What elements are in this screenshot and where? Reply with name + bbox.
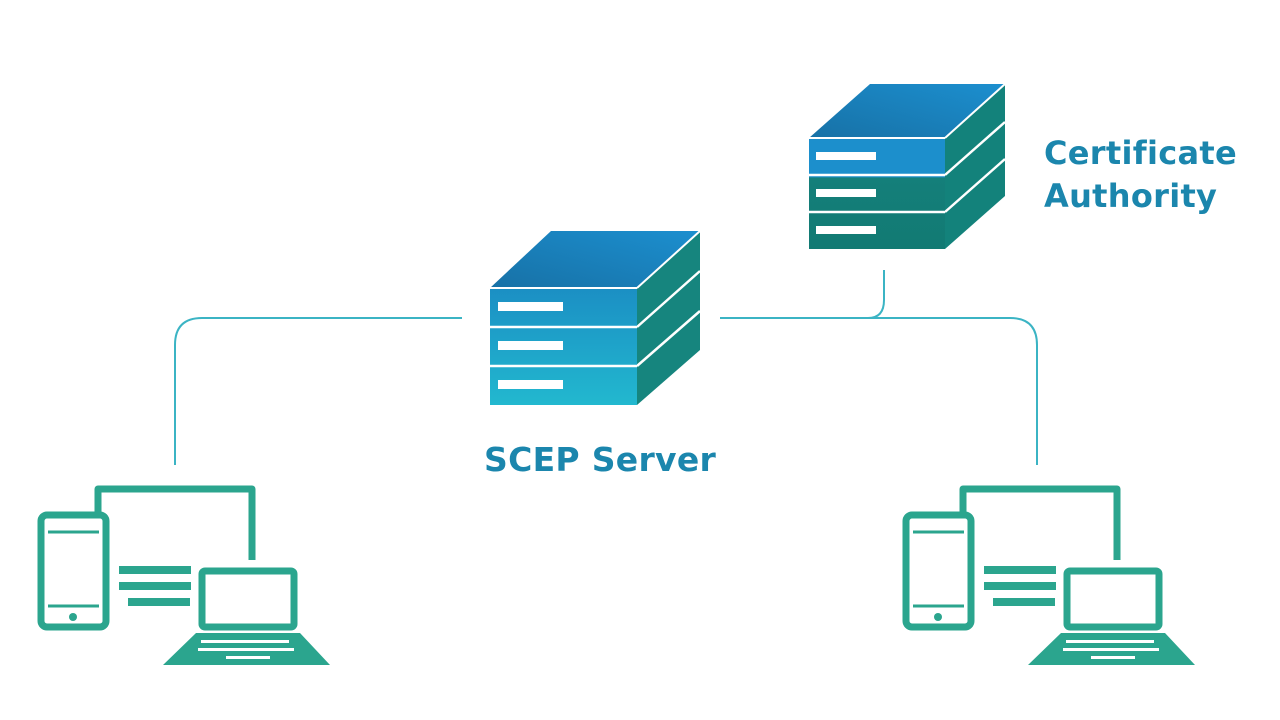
scep-server-icon — [490, 230, 701, 405]
link-right-devices — [720, 317, 1038, 465]
scep-server-label: SCEP Server — [484, 440, 717, 479]
link-certificate-authority — [867, 270, 885, 319]
client-devices-right-icon — [902, 485, 1195, 665]
certificate-authority-label: Certificate Authority — [1044, 132, 1237, 218]
certificate-authority-server-icon — [809, 83, 1006, 249]
ca-label-line-2: Authority — [1044, 177, 1218, 215]
client-devices-left-icon — [37, 485, 330, 665]
ca-label-line-1: Certificate — [1044, 134, 1237, 172]
link-left-devices — [174, 317, 462, 465]
